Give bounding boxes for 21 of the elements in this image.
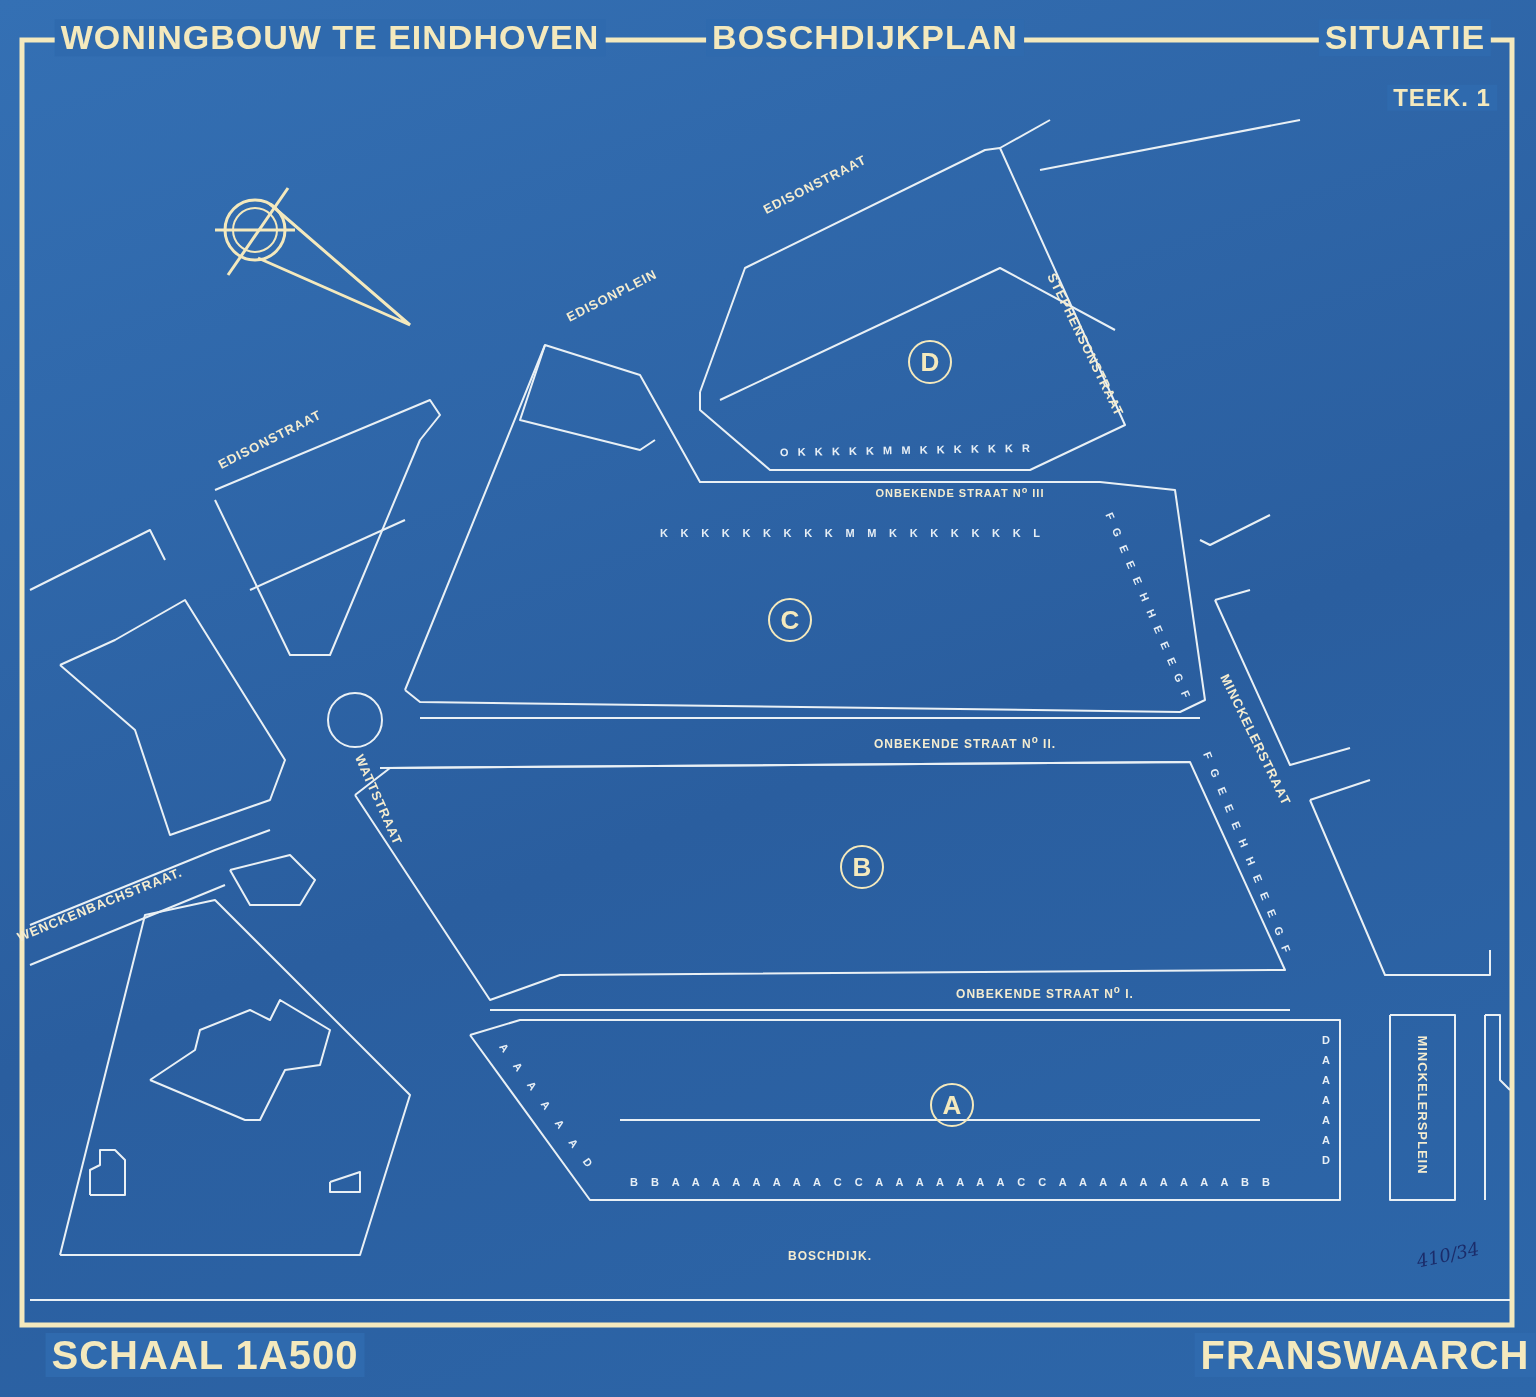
street-name: MINCKELERSPLEIN [1414,1035,1430,1175]
drawing-title: WONINGBOUW TE EINDHOVEN [54,19,606,57]
house-type-letters: O K K K K K M M K K K K K K R [779,441,1031,459]
architect-signature: FRANSWAARCH [1194,1333,1536,1377]
house-type-letters: K K K K K K K K K M M K K K K K K K L [660,526,1040,540]
archive-number: 410/34 [1414,1238,1482,1272]
scale-note: SCHAAL 1A500 [45,1333,365,1377]
street-name: ONBEKENDE STRAAT N$^{o}$ II. [873,734,1057,752]
street-name: ONBEKENDE STRAAT N$^{o}$ I. [956,984,1134,1002]
block-marker: C [768,598,812,642]
drawing-title: SITUATIE [1318,19,1492,57]
house-type-letters: A A A A A A D [497,1040,595,1170]
house-type-letters: D A A A A A D [1321,1033,1331,1168]
house-type-letters: B B A A A A A A A A C C A A A A A A A C C A A A A A A A A A B B [630,1175,1270,1189]
street-name: ONBEKENDE STRAAT N$^{o}$ III [875,484,1045,500]
block-marker: A [930,1083,974,1127]
block-marker: D [908,340,952,384]
house-type-letters: F G E E E H H E E E G F [1103,510,1193,700]
block-marker: B [840,845,884,889]
sheet-number: TEEK. 1 [1387,84,1497,112]
street-name: BOSCHDIJK. [788,1250,872,1264]
